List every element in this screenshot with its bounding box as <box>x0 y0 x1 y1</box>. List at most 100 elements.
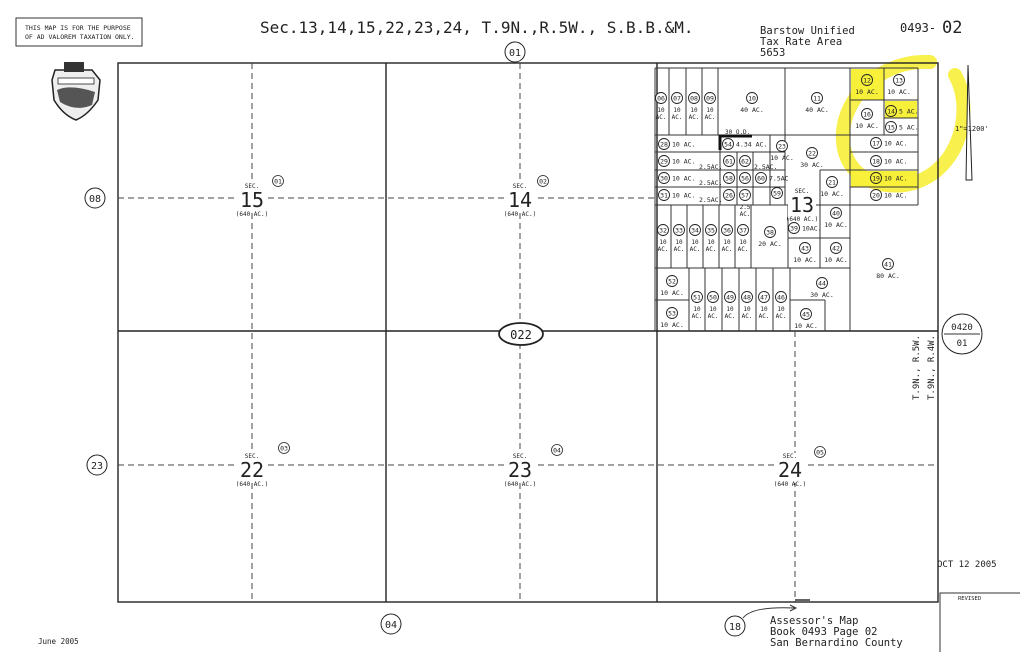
parcel-acreage: 10 AC. <box>672 140 695 148</box>
parcel-number: 49 <box>726 293 734 301</box>
parcel-44[interactable]: 44 30 AC. <box>810 277 834 300</box>
parcel-59[interactable]: 59 <box>771 187 783 199</box>
revised-label: REVISED <box>958 596 981 602</box>
parcel-61[interactable]: 61 <box>723 155 735 167</box>
parcel-acreage: 10 AC. <box>820 190 843 198</box>
section-prefix: SEC. <box>795 188 809 195</box>
parcel-number: 11 <box>813 94 821 102</box>
parcel-acreage: 30 AC. <box>810 291 833 299</box>
adjoining-map-left-lower[interactable]: 23 <box>86 454 108 476</box>
section-prefix: SEC. <box>513 453 527 460</box>
parcel-number-circle <box>724 291 736 303</box>
parcel-number-circle <box>658 189 670 201</box>
parcel-60[interactable]: 60 7.5AC <box>755 172 789 184</box>
section-13-parcel-lines <box>654 67 919 331</box>
parcel-number: 39 <box>790 224 798 232</box>
parcel-number-circle <box>657 224 669 236</box>
parcel-number: 60 <box>757 174 765 182</box>
parcel-number: 61 <box>725 157 733 165</box>
parcel-number: 26 <box>725 191 733 199</box>
parcel-number: 44 <box>818 279 826 287</box>
section-code: 02 <box>539 177 547 185</box>
center-road-oval[interactable] <box>498 322 544 346</box>
parcel-acreage: 10 AC. <box>793 256 816 264</box>
section-number: 24 <box>778 458 802 482</box>
parcel-number: 06 <box>657 94 665 102</box>
parcel-56[interactable]: 56 <box>739 172 751 184</box>
parcel-number-circle <box>707 291 719 303</box>
adjoining-map-top[interactable]: 01 <box>504 41 526 63</box>
parcel-number: 33 <box>675 226 683 234</box>
adjoining-map-bottom-left[interactable]: 04 <box>380 613 402 635</box>
parcel-acreage: 10 AC. <box>672 191 695 199</box>
parcel-number-circle <box>658 172 670 184</box>
parcel-26[interactable]: 26 <box>723 189 735 201</box>
adjoining-map-references: 01 08 23 04 18 <box>84 41 746 637</box>
parcel-acreage: 7.5AC <box>769 174 789 182</box>
parcel-number: 51 <box>693 293 701 301</box>
adjoining-map-left-upper[interactable]: 08 <box>84 187 106 209</box>
adjoining-map-number: 23 <box>91 461 103 472</box>
parcel-57[interactable]: 572.5AC. <box>739 189 751 219</box>
parcel-acreage: AC. <box>708 313 719 320</box>
parcel-acreage: 10 <box>690 107 698 114</box>
parcel-acreage: 10 AC. <box>884 157 907 165</box>
parcel-number-circle <box>806 147 818 159</box>
parcel-number-circle <box>870 137 882 149</box>
small-acre-label: 2.5AC. <box>754 163 777 171</box>
parcel-number-circle <box>885 121 897 133</box>
adjoining-map-bottom-right[interactable]: 18 <box>724 615 746 637</box>
parcel-number-circle <box>739 189 751 201</box>
parcel-acreage: 10 AC. <box>770 154 793 162</box>
parcel-58[interactable]: 58 <box>723 172 735 184</box>
parcel-62[interactable]: 62 <box>739 155 751 167</box>
parcel-number: 46 <box>777 293 785 301</box>
parcel-acreage: AC. <box>759 313 770 320</box>
section-area: (640 AC.) <box>504 481 537 488</box>
